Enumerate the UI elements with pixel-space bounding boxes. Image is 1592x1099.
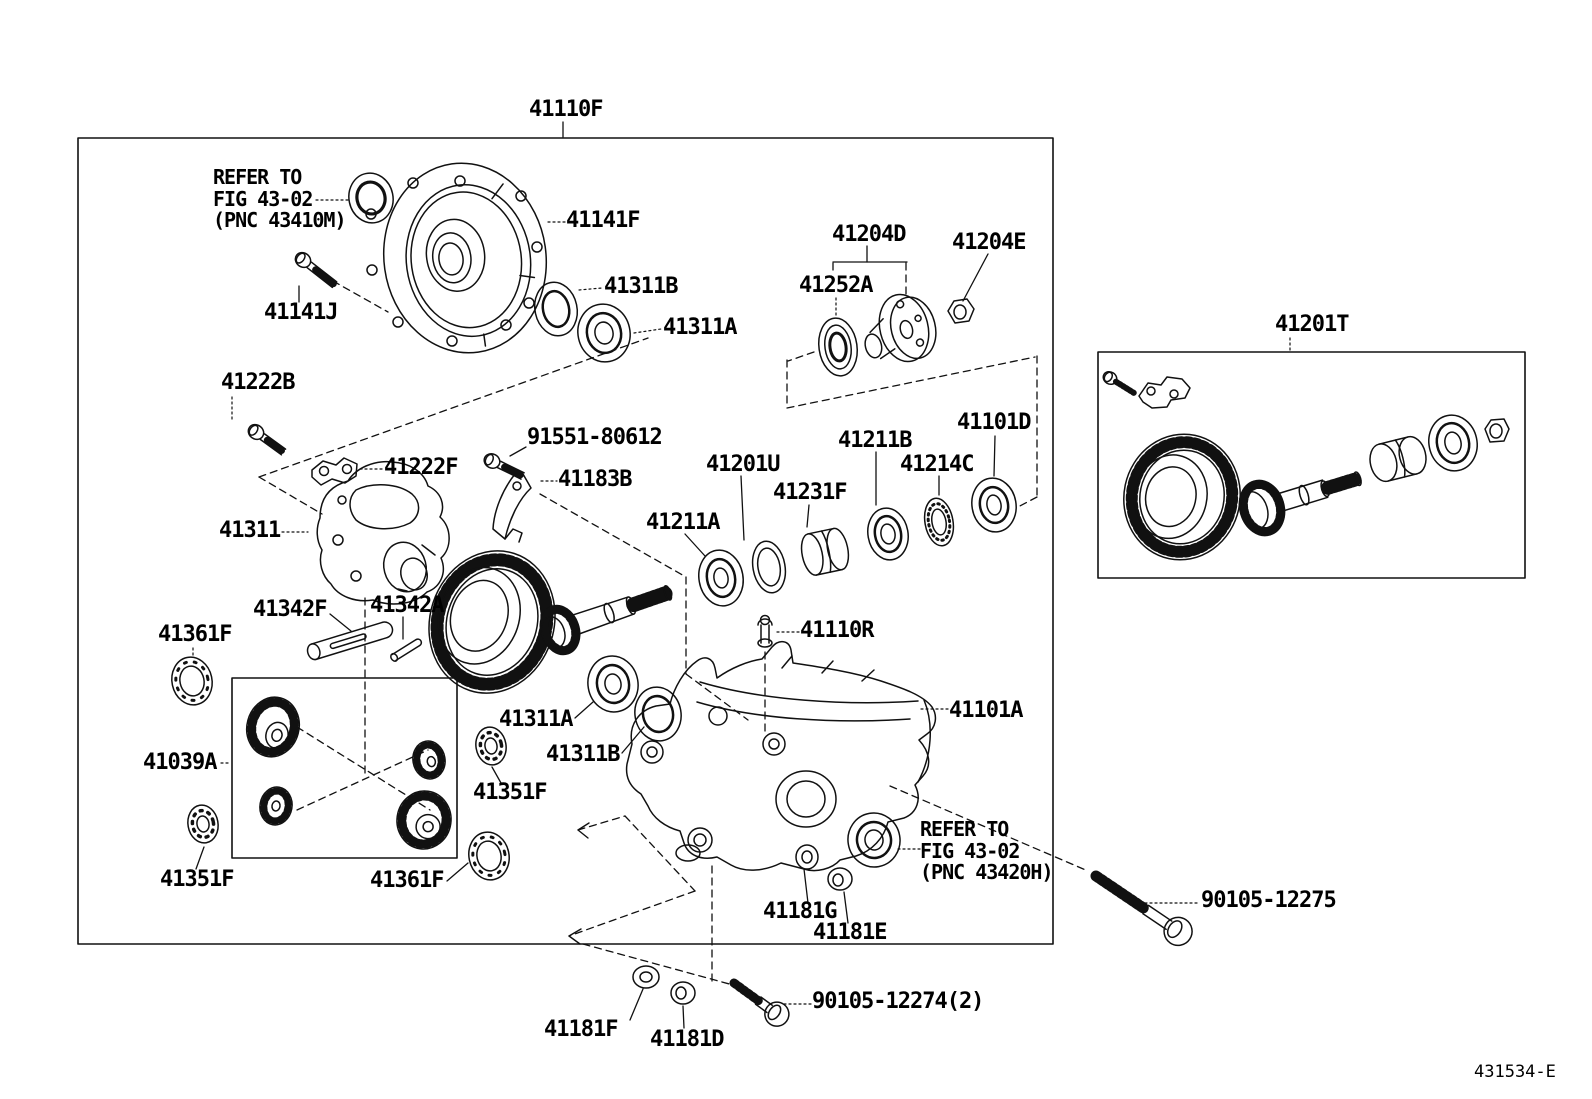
gasket-drawing-41181f bbox=[632, 965, 660, 989]
gasket-drawing-41181g bbox=[795, 844, 819, 870]
note-refer-fig-43-02-top: REFER TO FIG 43-02 (PNC 43410M) bbox=[213, 165, 346, 232]
washer-drawing-41201u bbox=[751, 540, 787, 594]
assembly-dashed-lines bbox=[258, 262, 1089, 986]
plug-drawing-41181d bbox=[670, 981, 696, 1005]
leader-lines-solid bbox=[195, 121, 996, 1029]
part-label-41141j: 41141J bbox=[264, 300, 338, 325]
leader-lines bbox=[192, 199, 1291, 1005]
thrust-washer-drawing-41361f-right bbox=[468, 831, 510, 881]
pinion-shaft-drawing-41342f bbox=[306, 621, 394, 661]
oil-seal-drawing-41252a bbox=[818, 317, 858, 377]
part-label-41361f-right: 41361F bbox=[370, 868, 444, 893]
main-assembly-border bbox=[77, 137, 1054, 945]
bearing-drawing-41211a bbox=[698, 549, 744, 607]
part-label-90105-12274: 90105-12274(2) bbox=[812, 989, 984, 1014]
part-label-41361f-left: 41361F bbox=[158, 622, 232, 647]
bolt-drawing-41141j bbox=[294, 251, 339, 289]
part-label-41211b: 41211B bbox=[838, 428, 912, 453]
oil-seal-drawing-41311b-lower bbox=[634, 686, 682, 742]
part-label-41101a: 41101A bbox=[949, 698, 1023, 723]
bolt-drawing-90105-12275 bbox=[1090, 870, 1193, 947]
drawing-code: 431534-E bbox=[1474, 1062, 1556, 1082]
bolt-drawing-90105-12274 bbox=[729, 978, 790, 1027]
bolt-drawing-91551-80612 bbox=[483, 453, 527, 480]
part-label-41231f: 41231F bbox=[773, 480, 847, 505]
part-label-91551-80612: 91551-80612 bbox=[527, 425, 663, 450]
carrier-housing-drawing-41101a bbox=[625, 641, 937, 872]
plug-drawing-41181e bbox=[827, 867, 853, 891]
part-label-41211a: 41211A bbox=[646, 510, 720, 535]
breather-plug-drawing-41110r bbox=[757, 614, 773, 648]
part-label-41183b: 41183B bbox=[558, 467, 632, 492]
bolt-drawing-41222b bbox=[247, 423, 288, 456]
dashed-arrowheads bbox=[568, 822, 590, 945]
thrust-washer-drawing-41351f-left bbox=[187, 804, 219, 844]
part-label-41181g: 41181G bbox=[763, 899, 837, 924]
gear-kit-drawing-41201t bbox=[1102, 370, 1510, 561]
part-label-41204d: 41204D bbox=[832, 222, 906, 247]
plate-washer-drawing-41183b bbox=[492, 473, 532, 543]
spider-kit-border-41039a bbox=[231, 677, 458, 859]
gear-kit-border-41201t bbox=[1097, 351, 1526, 579]
part-label-41222b: 41222B bbox=[221, 370, 295, 395]
bearing-drawing-41101d bbox=[971, 477, 1017, 533]
part-label-41311b-top: 41311B bbox=[604, 274, 678, 299]
part-label-41201t: 41201T bbox=[1275, 312, 1349, 337]
part-label-90105-12275: 90105-12275 bbox=[1201, 888, 1337, 913]
bearing-drawing-41211b bbox=[867, 507, 909, 561]
part-label-41311a-top: 41311A bbox=[663, 315, 737, 340]
part-label-41039a: 41039A bbox=[143, 750, 217, 775]
part-label-41342f: 41342F bbox=[253, 597, 327, 622]
part-label-41181d: 41181D bbox=[650, 1027, 724, 1052]
spacer-drawing-41231f bbox=[800, 527, 850, 576]
part-label-41201u: 41201U bbox=[706, 452, 780, 477]
thrust-washer-drawing-41361f-left bbox=[171, 656, 213, 706]
spider-gear-kit-drawing-41039a bbox=[245, 696, 452, 850]
bearing-drawing-41311a-top bbox=[577, 303, 631, 363]
part-label-41110f: 41110F bbox=[529, 97, 603, 122]
part-label-41252a: 41252A bbox=[799, 273, 873, 298]
part-label-41110r: 41110R bbox=[800, 618, 874, 643]
part-label-41204e: 41204E bbox=[952, 230, 1026, 255]
flange-drawing-41204d bbox=[864, 293, 937, 363]
part-label-41101d: 41101D bbox=[957, 410, 1031, 435]
part-label-41311a-lower: 41311A bbox=[499, 707, 573, 732]
bearing-drawing-43420h bbox=[847, 812, 901, 868]
part-label-41222f: 41222F bbox=[384, 455, 458, 480]
oil-seal-drawing-43410m bbox=[348, 172, 394, 224]
note-refer-fig-43-02-bottom: REFER TO FIG 43-02 (PNC 43420H) bbox=[920, 817, 1053, 884]
part-label-41351f-left: 41351F bbox=[160, 867, 234, 892]
bearing-drawing-41311a-lower bbox=[587, 655, 639, 713]
thrust-washer-drawing-41351f-right bbox=[475, 726, 507, 766]
part-label-41141f: 41141F bbox=[566, 208, 640, 233]
straight-pin-drawing-41342a bbox=[390, 638, 423, 662]
part-label-41351f-right: 41351F bbox=[473, 780, 547, 805]
nut-drawing-41204e bbox=[947, 298, 975, 324]
part-label-41214c: 41214C bbox=[900, 452, 974, 477]
oil-seal-drawing-41311b-top bbox=[533, 281, 579, 337]
diff-case-drawing-41311 bbox=[316, 460, 450, 605]
part-label-41181e: 41181E bbox=[813, 920, 887, 945]
shim-drawing-41214c bbox=[923, 497, 955, 547]
part-label-41311b-lower: 41311B bbox=[546, 742, 620, 767]
part-label-41311: 41311 bbox=[219, 518, 281, 543]
lock-plate-drawing-41222f bbox=[311, 457, 358, 486]
drive-pinion-drawing bbox=[539, 584, 675, 656]
part-label-41181f: 41181F bbox=[544, 1017, 618, 1042]
part-label-41342a: 41342A bbox=[370, 593, 444, 618]
side-retainer-drawing-41141f bbox=[365, 162, 548, 354]
